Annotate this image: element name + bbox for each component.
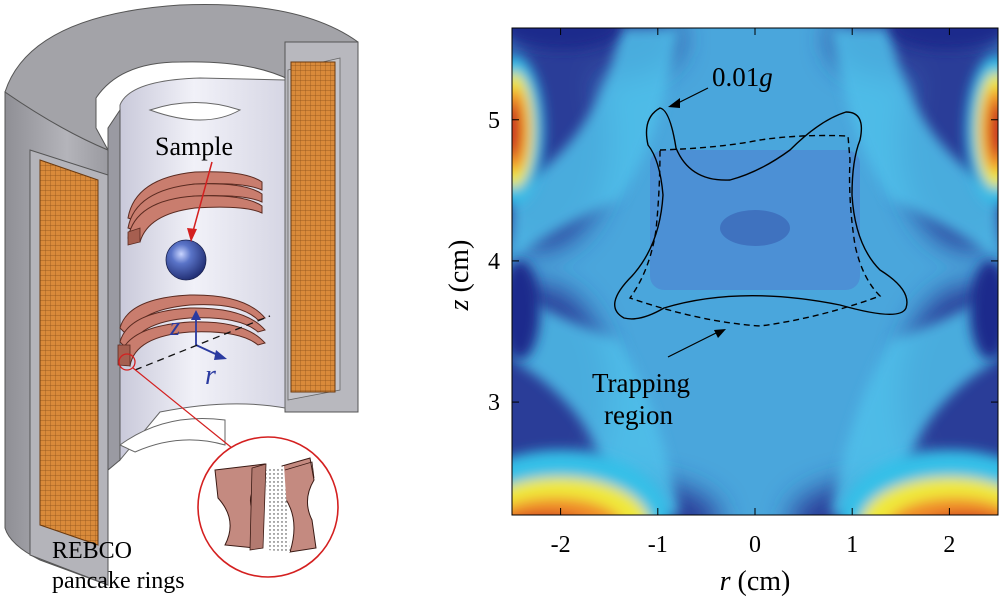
- x-axis-title-var: r: [720, 566, 731, 597]
- sample-arrow: [191, 161, 213, 236]
- upper-pancake-rings: [127, 171, 263, 246]
- bottom-notch: [119, 417, 226, 453]
- trap-field-core: [720, 210, 790, 246]
- r-axis-label: r: [205, 360, 216, 391]
- y-axis-ticks: 3 4 5: [488, 108, 998, 416]
- sample-label: Sample: [155, 132, 233, 161]
- sample-sphere: [165, 239, 207, 281]
- trapping-label-line1: Trapping: [592, 368, 690, 398]
- contour-trapping-region: [628, 134, 882, 327]
- z-axis-label: z: [169, 312, 180, 341]
- coil-left: [39, 159, 99, 546]
- x-axis-title-unit: (cm): [731, 566, 791, 597]
- contour-label-g: g: [759, 62, 773, 92]
- callout-small-circle: [118, 353, 136, 371]
- heatmap-field: [512, 28, 998, 515]
- contour-plot: 0.01g Trapping region -2 -1 0 1 2 3 4 5 r (cm)…: [444, 27, 999, 597]
- x-tick-label: -1: [648, 532, 668, 558]
- trapping-label-line2: region: [604, 400, 673, 430]
- x-axis-ticks: -2 -1 0 1 2: [551, 28, 955, 558]
- coil-right: [290, 61, 336, 393]
- contour-0.01g: [614, 107, 908, 320]
- y-tick-label: 4: [488, 249, 500, 275]
- zoom-inset: [197, 436, 339, 578]
- rebco-label-line2: pancake rings: [52, 568, 185, 594]
- x-tick-label: -2: [551, 532, 571, 558]
- y-tick-label: 3: [488, 390, 500, 416]
- x-tick-label: 0: [749, 532, 761, 558]
- r-axis-dashed: [134, 315, 271, 371]
- y-tick-label: 5: [488, 108, 500, 134]
- magnet-cutaway-diagram: z r Sample REBCO pancake rings: [4, 4, 359, 594]
- contour-label-number: 0.01: [712, 62, 759, 92]
- y-axis-title-var: z: [444, 299, 475, 311]
- x-tick-label: 2: [943, 532, 955, 558]
- x-tick-label: 1: [846, 532, 858, 558]
- rebco-label-line1: REBCO: [52, 538, 132, 564]
- contour-label: 0.01g: [712, 62, 773, 92]
- x-axis-title: r (cm): [720, 566, 791, 597]
- y-axis-title-unit: (cm): [444, 240, 475, 300]
- y-axis-title: z (cm): [444, 240, 475, 312]
